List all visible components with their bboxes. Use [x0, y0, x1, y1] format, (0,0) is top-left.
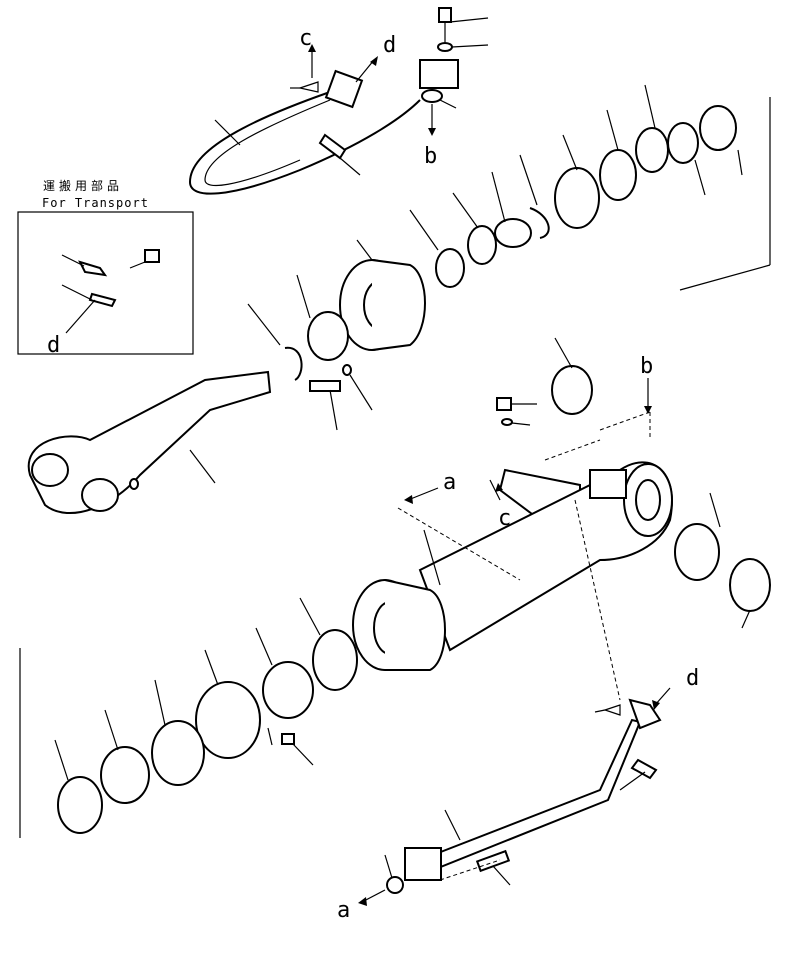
- callout-arrows: [358, 378, 671, 906]
- transport-parts-box: [17, 211, 194, 355]
- piston-rod: [27, 370, 272, 515]
- transport-title-jp: 運搬用部品: [43, 178, 123, 193]
- callout-mid-c: c: [498, 506, 511, 531]
- dashed-connections: [397, 411, 651, 881]
- callout-top-d: d: [383, 33, 396, 58]
- callout-bottom-a: a: [337, 898, 350, 923]
- leader-lines: [54, 84, 751, 886]
- callout-mid-b: b: [640, 354, 653, 379]
- lower-pipe-assembly: [386, 698, 662, 894]
- callout-top-c: c: [299, 26, 312, 51]
- transport-callout-d: d: [47, 333, 60, 358]
- callout-top-b: b: [424, 144, 437, 169]
- cylinder-head: [284, 259, 426, 392]
- upper-seal-row: [435, 97, 771, 291]
- top-pipe-assembly: [188, 7, 489, 195]
- transport-title-en: For Transport: [42, 196, 149, 210]
- callout-bottom-d: d: [686, 666, 699, 691]
- callout-mid-a: a: [443, 470, 456, 495]
- cylinder-tube: [352, 461, 771, 671]
- lower-seal-row: [19, 629, 358, 838]
